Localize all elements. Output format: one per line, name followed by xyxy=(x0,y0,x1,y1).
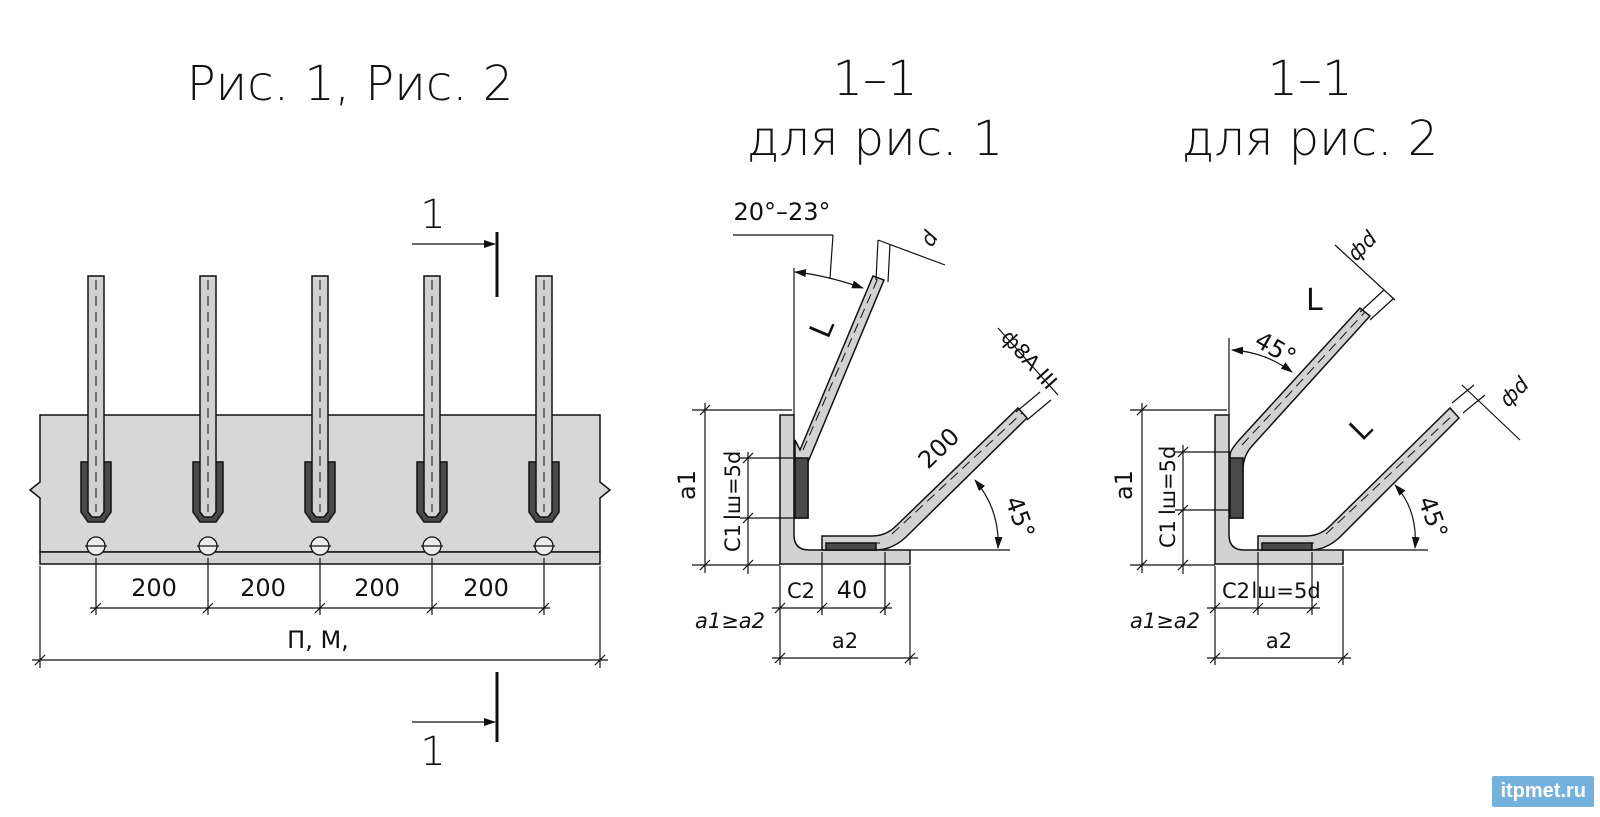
overall-length-dimension: П, М, xyxy=(32,566,608,668)
section1-a1: a1 xyxy=(673,470,701,500)
spacing-label-4: 200 xyxy=(463,574,509,602)
section1-angle-profile xyxy=(779,414,911,565)
anchor-bar xyxy=(80,275,112,556)
section2-c2: C2 xyxy=(1222,579,1250,603)
section2-title-line2: для рис. 2 xyxy=(1182,111,1438,167)
section2-weld-vertical xyxy=(1229,457,1244,519)
section2-weld-horizontal xyxy=(1261,542,1313,551)
section2-angle-profile xyxy=(1214,414,1344,565)
anchor-bar xyxy=(304,275,336,556)
section1-c1: C1 xyxy=(721,524,745,552)
anchor-bar xyxy=(416,275,448,556)
section1-L-label: L xyxy=(803,314,842,343)
section-mark-top: 1 xyxy=(420,192,445,238)
spacing-label-3: 200 xyxy=(354,574,400,602)
section1-bent-bar xyxy=(821,406,1029,551)
section1-d-label: d xyxy=(916,226,944,250)
anchor-bars xyxy=(80,275,560,556)
section1-weld-length: lш=5d xyxy=(721,451,745,520)
section-2-view: фd L 45° фd L 45° a1 lш=5d C1 xyxy=(1110,226,1534,665)
section1-angle-label: 20°–23° xyxy=(733,198,830,226)
plan-view: 1 1 200 200 200 200 xyxy=(28,192,612,775)
spacing-label-2: 200 xyxy=(240,574,286,602)
section2-angle45-upper: 45° xyxy=(1250,326,1301,372)
spacing-dimensions: 200 200 200 200 xyxy=(90,558,550,615)
section2-weld-length-bottom: lш=5d xyxy=(1251,579,1320,603)
spacing-label-1: 200 xyxy=(131,574,177,602)
section2-a1: a1 xyxy=(1110,470,1138,500)
watermark-badge: itpmet.ru xyxy=(1492,776,1594,807)
section2-L-label-lower: L xyxy=(1343,411,1380,448)
anchor-bar xyxy=(192,275,224,556)
section2-lower-bar xyxy=(1257,406,1461,551)
section-mark-bottom: 1 xyxy=(420,729,445,775)
figure-title: Рис. 1, Рис. 2 xyxy=(187,56,514,112)
section1-a2: a2 xyxy=(832,629,858,653)
section1-title-line2: для рис. 1 xyxy=(747,111,1003,167)
section2-c1: C1 xyxy=(1156,520,1180,548)
section1-dim40: 40 xyxy=(837,576,868,604)
section1-title-line1: 1–1 xyxy=(832,51,917,107)
section2-L-label-upper: L xyxy=(1306,283,1323,318)
section1-rebar-label: ф8А III xyxy=(996,325,1061,394)
anchor-bar xyxy=(528,275,560,556)
section1-condition: a1≥a2 xyxy=(695,609,765,633)
section2-a2: a2 xyxy=(1266,629,1292,653)
section1-c2: C2 xyxy=(787,579,815,603)
section2-d-label-upper: фd xyxy=(1343,226,1383,266)
section2-d-label-lower: фd xyxy=(1495,372,1535,412)
section1-weld-horizontal xyxy=(825,542,877,551)
section-1-view: 20°–23° d L ф8А III 200 45° a1 lш=5d C1 xyxy=(673,198,1062,665)
section2-condition: a1≥a2 xyxy=(1130,609,1200,633)
section1-angle45: 45° xyxy=(999,492,1040,542)
overall-length-label: П, М, xyxy=(287,626,349,654)
section2-title-line1: 1–1 xyxy=(1267,51,1352,107)
section2-upper-bar xyxy=(1229,306,1372,519)
section2-angle45-lower: 45° xyxy=(1412,492,1453,542)
section1-weld-vertical xyxy=(794,457,809,519)
section2-weld-length: lш=5d xyxy=(1156,446,1180,515)
